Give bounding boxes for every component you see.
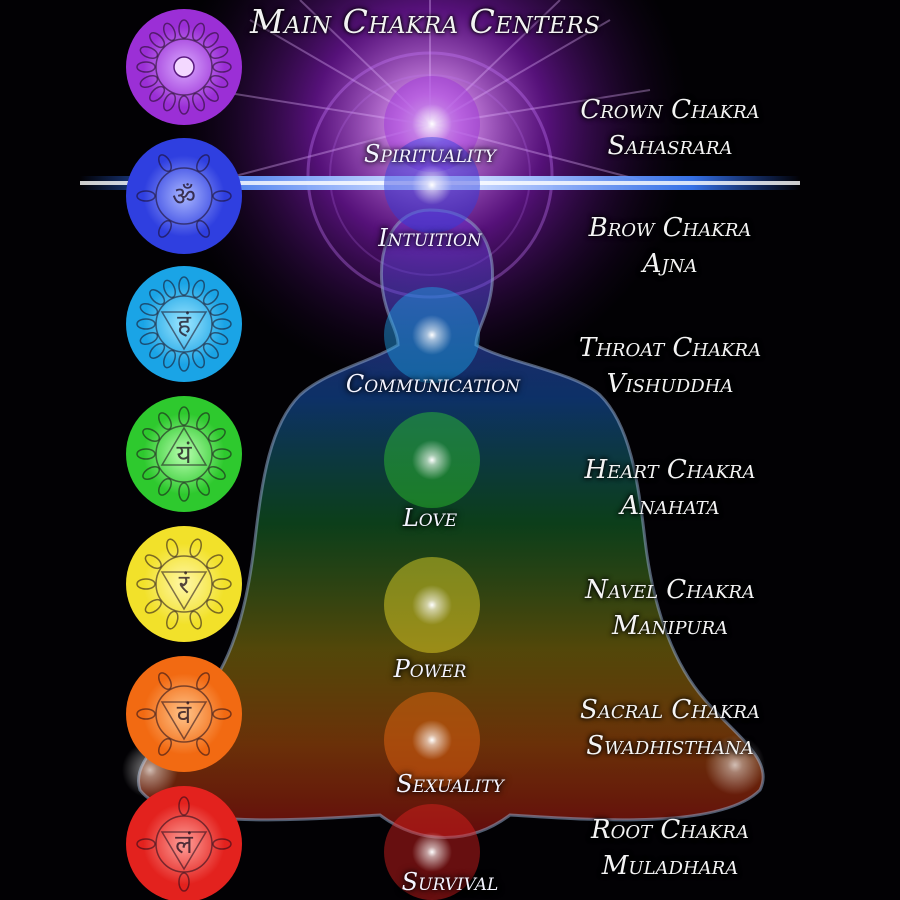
- chakra-quality-label: Love: [402, 504, 458, 532]
- energy-point-1: [412, 165, 452, 205]
- chakra-quality-label: Communication: [345, 370, 521, 398]
- chakra-english-name: Throat Chakra: [578, 333, 762, 363]
- chakra-english-name: Brow Chakra: [588, 213, 752, 243]
- chakra-sanskrit-name: Ajna: [642, 249, 698, 279]
- chakra-sanskrit-name: Sahasrara: [607, 131, 733, 161]
- chakra-sanskrit-name: Swadhisthana: [586, 731, 754, 761]
- poster-title: Main Chakra Centers: [250, 2, 601, 41]
- chakra-english-name: Crown Chakra: [580, 95, 760, 125]
- energy-point-5: [412, 720, 452, 760]
- throat-chakra-symbol-icon: हं: [125, 265, 243, 383]
- navel-chakra-symbol-icon: रं: [125, 525, 243, 643]
- energy-point-4: [412, 585, 452, 625]
- bija-mantra-glyph: रं: [179, 570, 191, 600]
- bija-mantra-glyph: ॐ: [172, 182, 196, 212]
- chakra-quality-label: Spirituality: [363, 140, 497, 168]
- chakra-quality-label: Sexuality: [396, 770, 504, 798]
- root-chakra-symbol-icon: लं: [125, 785, 243, 900]
- sacral-chakra-symbol-icon: वं: [125, 655, 243, 773]
- heart-chakra-symbol-icon: यं: [125, 395, 243, 513]
- bija-mantra-glyph: लं: [175, 830, 193, 860]
- chakra-english-name: Root Chakra: [591, 815, 749, 845]
- chakra-quality-label: Power: [393, 655, 467, 683]
- energy-point-3: [412, 440, 452, 480]
- chakra-sanskrit-name: Muladhara: [601, 851, 739, 881]
- chakra-sanskrit-name: Anahata: [620, 491, 720, 521]
- chakra-english-name: Navel Chakra: [585, 575, 755, 605]
- chakra-sanskrit-name: Manipura: [612, 611, 728, 641]
- bija-mantra-glyph: हं: [177, 310, 192, 340]
- chakra-sanskrit-name: Vishuddha: [606, 369, 734, 399]
- energy-point-6: [412, 832, 452, 872]
- brow-chakra-symbol-icon: ॐ: [125, 137, 243, 255]
- bija-mantra-glyph: यं: [176, 440, 192, 470]
- chakra-quality-label: Survival: [401, 868, 499, 896]
- bija-mantra-glyph: वं: [177, 700, 192, 730]
- chakra-english-name: Sacral Chakra: [580, 695, 760, 725]
- energy-point-2: [412, 315, 452, 355]
- chakra-english-name: Heart Chakra: [584, 455, 756, 485]
- crown-chakra-symbol-icon: [125, 8, 243, 126]
- chakra-quality-label: Intuition: [378, 224, 482, 252]
- energy-point-0: [412, 104, 452, 144]
